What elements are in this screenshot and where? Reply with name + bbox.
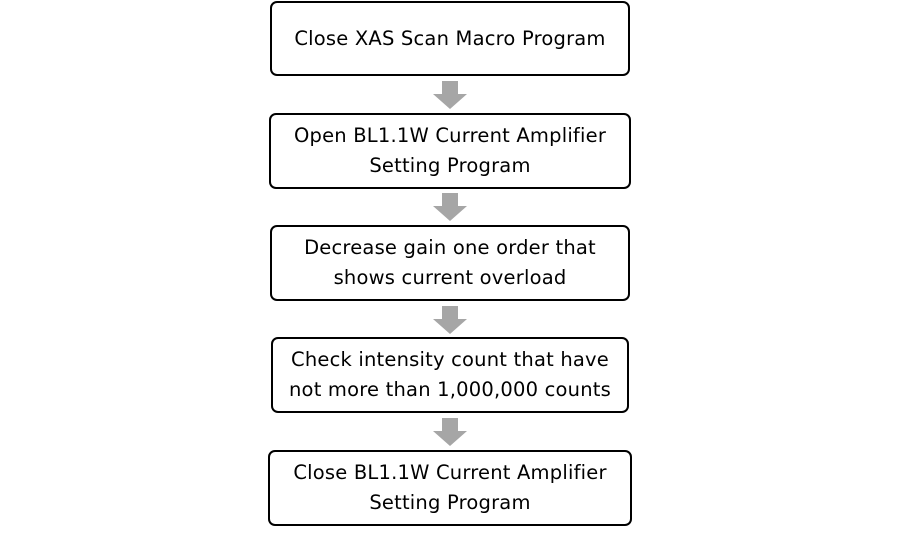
step-1-box: Close XAS Scan Macro Program (270, 1, 630, 76)
step-3-label: Decrease gain one order that shows curre… (304, 236, 596, 289)
step-3-box: Decrease gain one order that shows curre… (270, 225, 630, 301)
down-arrow-icon (433, 81, 467, 109)
down-arrow-icon (433, 306, 467, 334)
step-1-label: Close XAS Scan Macro Program (294, 26, 606, 50)
step-2-label: Open BL1.1W Current Amplifier Setting Pr… (293, 124, 607, 177)
down-arrow-icon (433, 418, 467, 446)
step-4-label: Check intensity count that have not more… (289, 348, 611, 401)
step-4-box: Check intensity count that have not more… (271, 337, 629, 413)
step-5-box: Close BL1.1W Current Amplifier Setting P… (268, 450, 632, 526)
step-2-box: Open BL1.1W Current Amplifier Setting Pr… (269, 113, 631, 189)
step-5-label: Close BL1.1W Current Amplifier Setting P… (293, 461, 607, 514)
down-arrow-icon (433, 193, 467, 221)
